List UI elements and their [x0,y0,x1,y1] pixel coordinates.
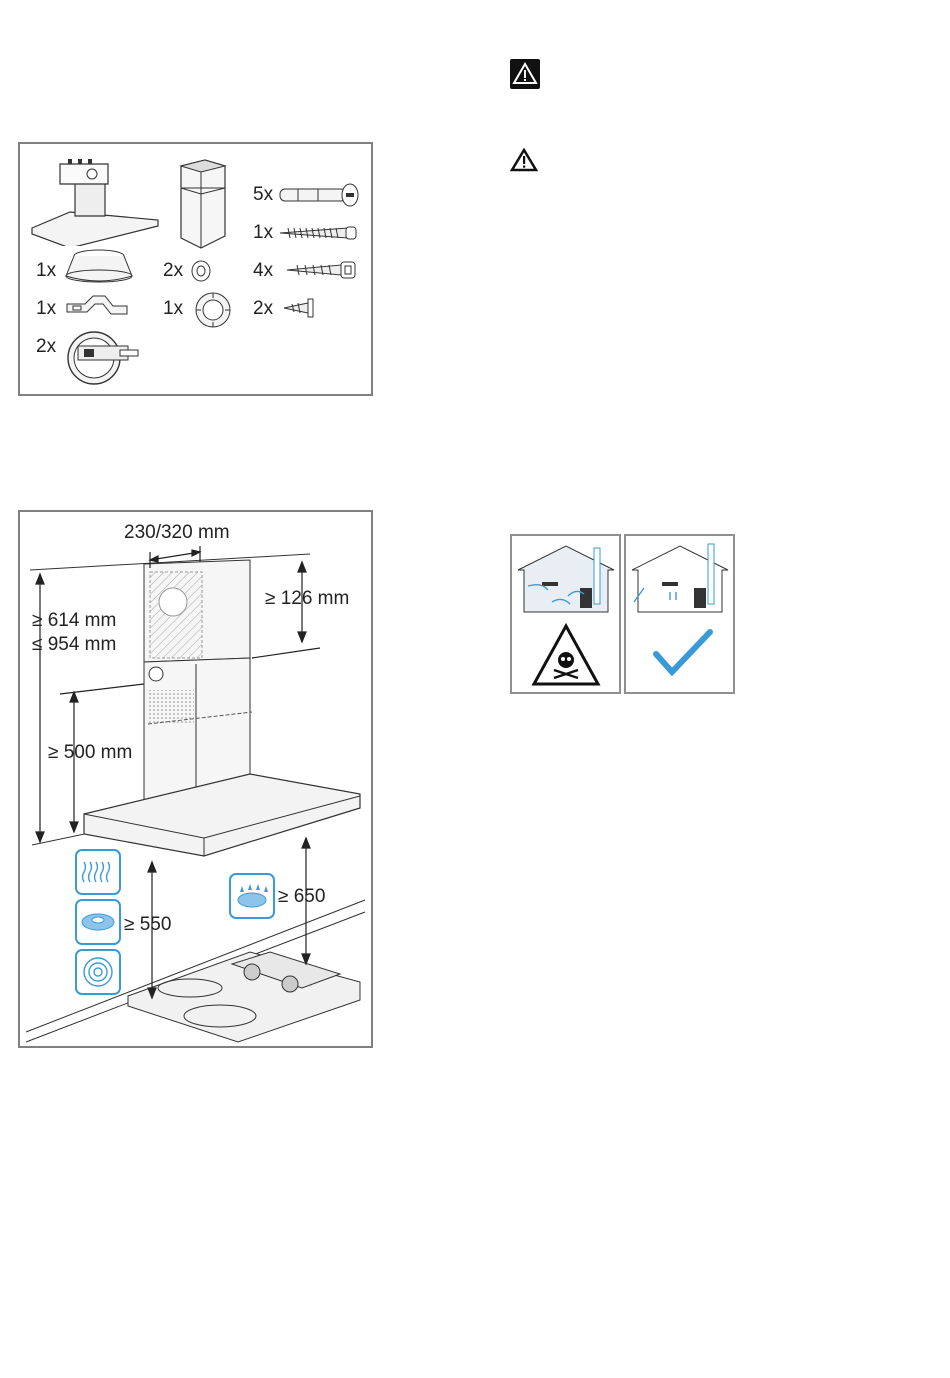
long-screw-drawing [278,224,360,242]
small-screw-qty: 2x [253,298,273,320]
valve-qty: 2x [36,336,56,358]
wall-anchor-drawing [278,182,360,208]
anchor-qty: 5x [253,184,273,206]
gas-burner-icon [230,874,274,918]
above-hood-dimension: ≥ 500 mm [48,742,132,764]
installation-panel: 230/320 mm ≥ 126 mm ≥ 614 mm ≤ 954 mm ≥ … [18,510,373,1048]
gas-clearance: ≥ 650 [278,886,325,908]
washer-drawing [190,260,212,282]
bracket-drawing [65,292,135,320]
hood-drawing [30,156,165,246]
skull-warning-icon [534,626,598,684]
knob-drawing [192,290,234,330]
vent-safe-panel [624,534,735,694]
parts-panel: 5x 1x 1x 2x 4x 1x [18,142,373,396]
induction-icon [76,950,120,994]
hotplate-icon [76,900,120,944]
radiant-heater-icon [76,850,120,894]
backflow-valve-drawing [64,326,144,386]
washer-qty: 2x [163,260,183,282]
long-screw-qty: 1x [253,222,273,244]
height-max-dimension: ≤ 954 mm [32,634,116,656]
chimney-drawing [175,158,235,250]
width-dimension: 230/320 mm [124,522,230,544]
height-min-dimension: ≥ 614 mm [32,610,116,632]
collar-drawing [62,248,137,286]
screw-drawing [285,260,360,280]
checkmark-icon [656,632,710,672]
overlap-dimension: ≥ 126 mm [265,588,349,610]
collar-qty: 1x [36,260,56,282]
vent-unsafe-panel [510,534,621,694]
small-screw-drawing [282,297,320,319]
screw-qty: 4x [253,260,273,282]
warning-icon-filled [510,59,540,89]
warning-icon-outline [510,148,538,172]
electric-clearance: ≥ 550 [124,914,171,936]
bracket-qty: 1x [36,298,56,320]
knob-qty: 1x [163,298,183,320]
